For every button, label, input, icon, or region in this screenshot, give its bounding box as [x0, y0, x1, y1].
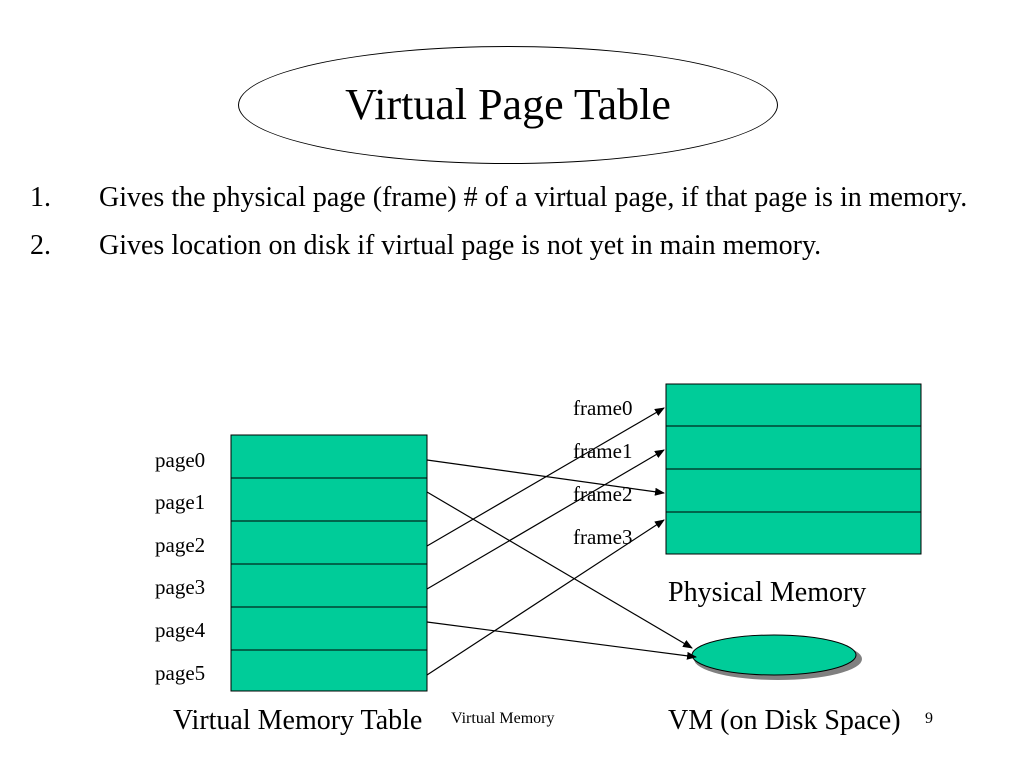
page-label: page1 — [155, 490, 205, 514]
page-label: page2 — [155, 533, 205, 557]
bullet-number: 1. — [30, 182, 51, 213]
page-cell — [230, 434, 428, 479]
page-label: page4 — [155, 618, 206, 642]
mapping-arrows — [426, 407, 697, 676]
frame-cell — [665, 425, 922, 470]
bullet-text: Gives the physical page (frame) # of a v… — [99, 182, 968, 213]
footer-title: Virtual Memory — [451, 710, 554, 727]
disk-caption: VM (on Disk Space) — [668, 705, 901, 736]
physical-memory: frame0 frame1 frame2 frame3 Physical Mem… — [573, 383, 922, 608]
page-title: Virtual Page Table — [345, 80, 671, 129]
frame-cell — [665, 511, 922, 555]
frame-label: frame0 — [573, 396, 632, 420]
mapping-arrow — [426, 519, 665, 676]
page-label: page5 — [155, 661, 205, 685]
bullet-number: 2. — [30, 230, 51, 261]
frame-cell — [665, 468, 922, 513]
page-cell — [230, 649, 428, 692]
bullet-text: Gives location on disk if virtual page i… — [99, 230, 822, 261]
page-cell — [230, 520, 428, 565]
virtual-table-caption: Virtual Memory Table — [173, 705, 422, 736]
page-label: page3 — [155, 575, 205, 599]
title-oval — [238, 46, 778, 164]
slide-number: 9 — [925, 710, 933, 727]
mapping-arrow — [426, 449, 665, 590]
mapping-arrow — [426, 621, 697, 660]
virtual-memory-table: page0 page1 page2 page3 page4 page5 Virt… — [155, 434, 428, 736]
page-cell — [230, 563, 428, 608]
page-cell — [230, 606, 428, 651]
mapping-arrow — [426, 407, 665, 547]
mapping-arrow — [426, 491, 693, 649]
bullet-item: 2. Gives location on disk if virtual pag… — [30, 226, 1010, 266]
bullet-list: 1. Gives the physical page (frame) # of … — [30, 178, 1010, 274]
page-label: page0 — [155, 448, 205, 472]
page-cell — [230, 477, 428, 522]
frame-label: frame1 — [573, 439, 632, 463]
disk-icon: VM (on Disk Space) — [668, 634, 901, 736]
disk-shape — [691, 634, 857, 676]
frame-label: frame3 — [573, 525, 632, 549]
physical-memory-caption: Physical Memory — [668, 577, 866, 608]
bullet-item: 1. Gives the physical page (frame) # of … — [30, 178, 1010, 218]
frame-cell — [665, 383, 922, 427]
